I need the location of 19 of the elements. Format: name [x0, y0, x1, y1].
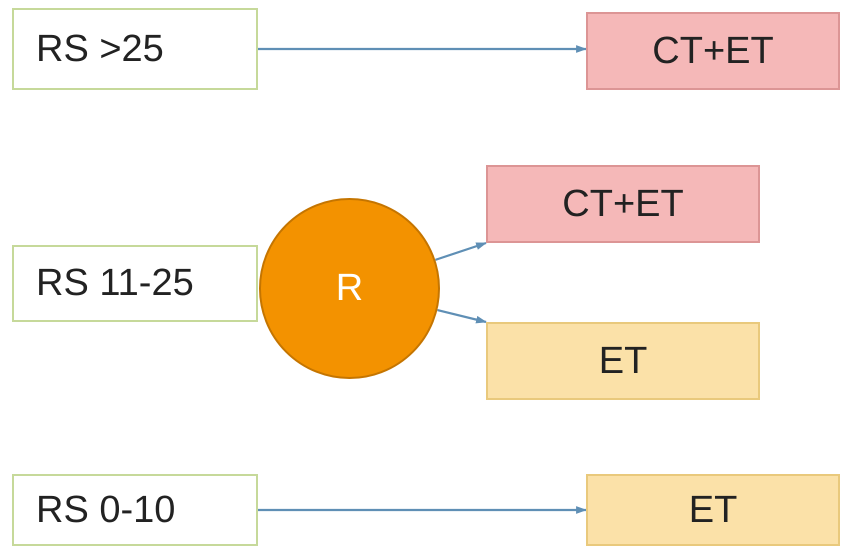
node-label: RS 0-10: [36, 488, 176, 532]
arrow: [258, 45, 588, 53]
arrow: [435, 242, 488, 261]
arrow: [437, 309, 488, 324]
score-box: [12, 245, 258, 322]
node-label: RS >25: [36, 28, 164, 70]
score-box: [12, 8, 258, 90]
score-box: [12, 474, 258, 546]
treatment-box: [486, 165, 760, 243]
node-label: ET: [598, 340, 648, 382]
node-label: RS 11-25: [36, 262, 194, 305]
treatment-box: [486, 322, 760, 400]
node-label: ET: [688, 488, 738, 532]
treatment-box: [586, 12, 840, 90]
node-label: CT+ET: [562, 182, 684, 226]
node-label: CT+ET: [652, 30, 774, 72]
treatment-box: [586, 474, 840, 546]
arrow: [258, 506, 588, 514]
node-label: R: [336, 267, 364, 310]
